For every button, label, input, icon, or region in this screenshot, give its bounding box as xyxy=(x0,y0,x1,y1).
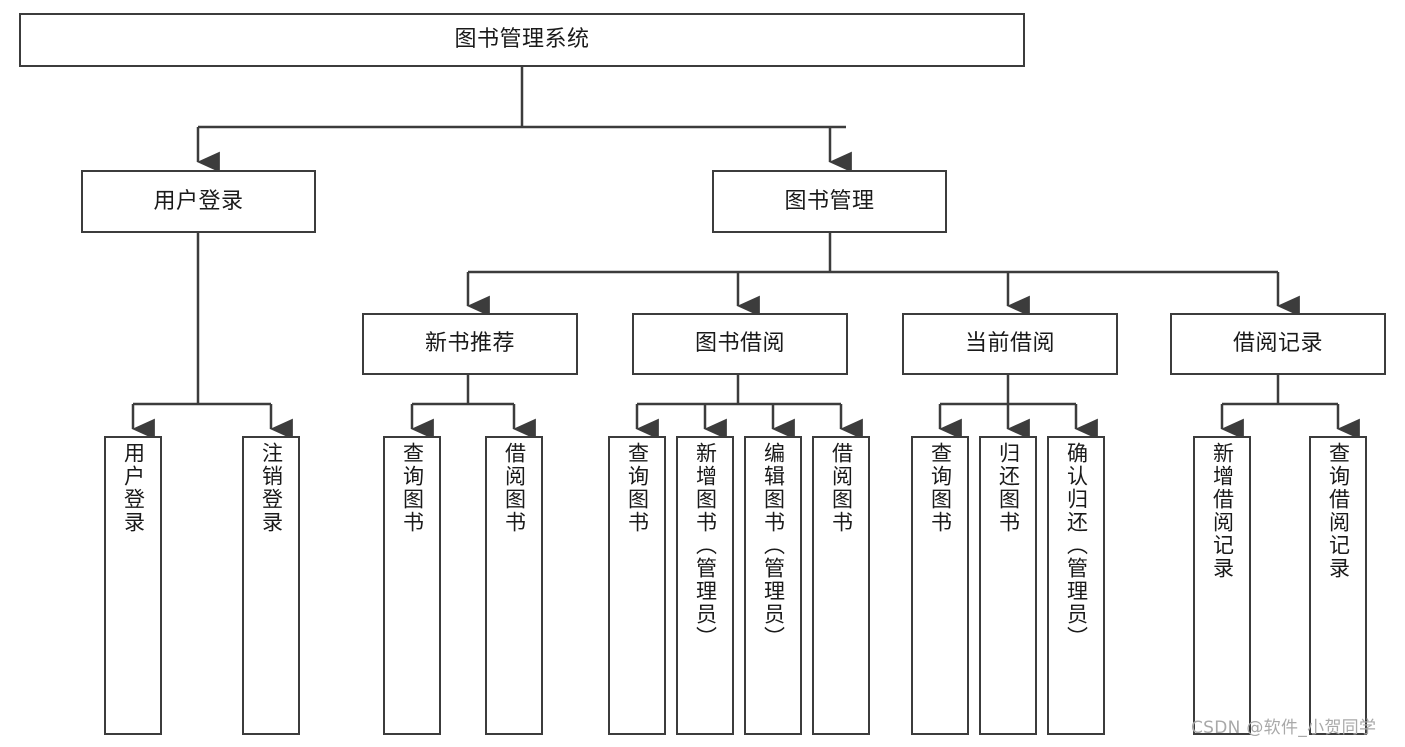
node-leaf-return-book[interactable]: 归还图书 xyxy=(979,436,1037,735)
node-leaf-query-book-2[interactable]: 查询图书 xyxy=(608,436,666,735)
node-label: 用户登录 xyxy=(121,442,146,534)
node-user-login[interactable]: 用户登录 xyxy=(81,170,316,233)
node-label: 确认归还（管理员） xyxy=(1064,442,1089,649)
node-label: 编辑图书（管理员） xyxy=(761,442,786,649)
node-label: 图书管理 xyxy=(784,188,875,214)
node-label: 查询图书 xyxy=(400,442,425,534)
node-book-manage[interactable]: 图书管理 xyxy=(712,170,947,233)
node-root-system[interactable]: 图书管理系统 xyxy=(19,13,1025,67)
node-leaf-user-login[interactable]: 用户登录 xyxy=(104,436,162,735)
node-label: 借阅图书 xyxy=(502,442,527,534)
node-label: 当前借阅 xyxy=(964,331,1055,357)
node-label: 注销登录 xyxy=(259,442,284,534)
node-leaf-logout-login[interactable]: 注销登录 xyxy=(242,436,300,735)
node-label: 借阅记录 xyxy=(1232,331,1323,357)
node-leaf-query-book-1[interactable]: 查询图书 xyxy=(383,436,441,735)
node-label: 图书借阅 xyxy=(694,331,785,357)
node-borrow-record[interactable]: 借阅记录 xyxy=(1170,313,1386,375)
node-leaf-add-record[interactable]: 新增借阅记录 xyxy=(1193,436,1251,735)
node-label: 查询图书 xyxy=(928,442,953,534)
node-leaf-query-book-3[interactable]: 查询图书 xyxy=(911,436,969,735)
node-leaf-query-record[interactable]: 查询借阅记录 xyxy=(1309,436,1367,735)
node-label: 查询图书 xyxy=(625,442,650,534)
node-label: 借阅图书 xyxy=(829,442,854,534)
node-leaf-borrow-book-1[interactable]: 借阅图书 xyxy=(485,436,543,735)
node-label: 新书推荐 xyxy=(424,331,515,357)
node-label: 归还图书 xyxy=(996,442,1021,534)
node-label: 新增图书（管理员） xyxy=(693,442,718,649)
node-new-book-recommend[interactable]: 新书推荐 xyxy=(362,313,578,375)
node-label: 用户登录 xyxy=(153,188,244,214)
node-leaf-edit-book[interactable]: 编辑图书（管理员） xyxy=(744,436,802,735)
node-leaf-add-book[interactable]: 新增图书（管理员） xyxy=(676,436,734,735)
node-book-borrow[interactable]: 图书借阅 xyxy=(632,313,848,375)
node-leaf-borrow-book-2[interactable]: 借阅图书 xyxy=(812,436,870,735)
node-label: 查询借阅记录 xyxy=(1326,442,1351,580)
node-label: 新增借阅记录 xyxy=(1210,442,1235,580)
node-leaf-confirm-return[interactable]: 确认归还（管理员） xyxy=(1047,436,1105,735)
node-current-borrow[interactable]: 当前借阅 xyxy=(902,313,1118,375)
node-label: 图书管理系统 xyxy=(454,27,590,53)
